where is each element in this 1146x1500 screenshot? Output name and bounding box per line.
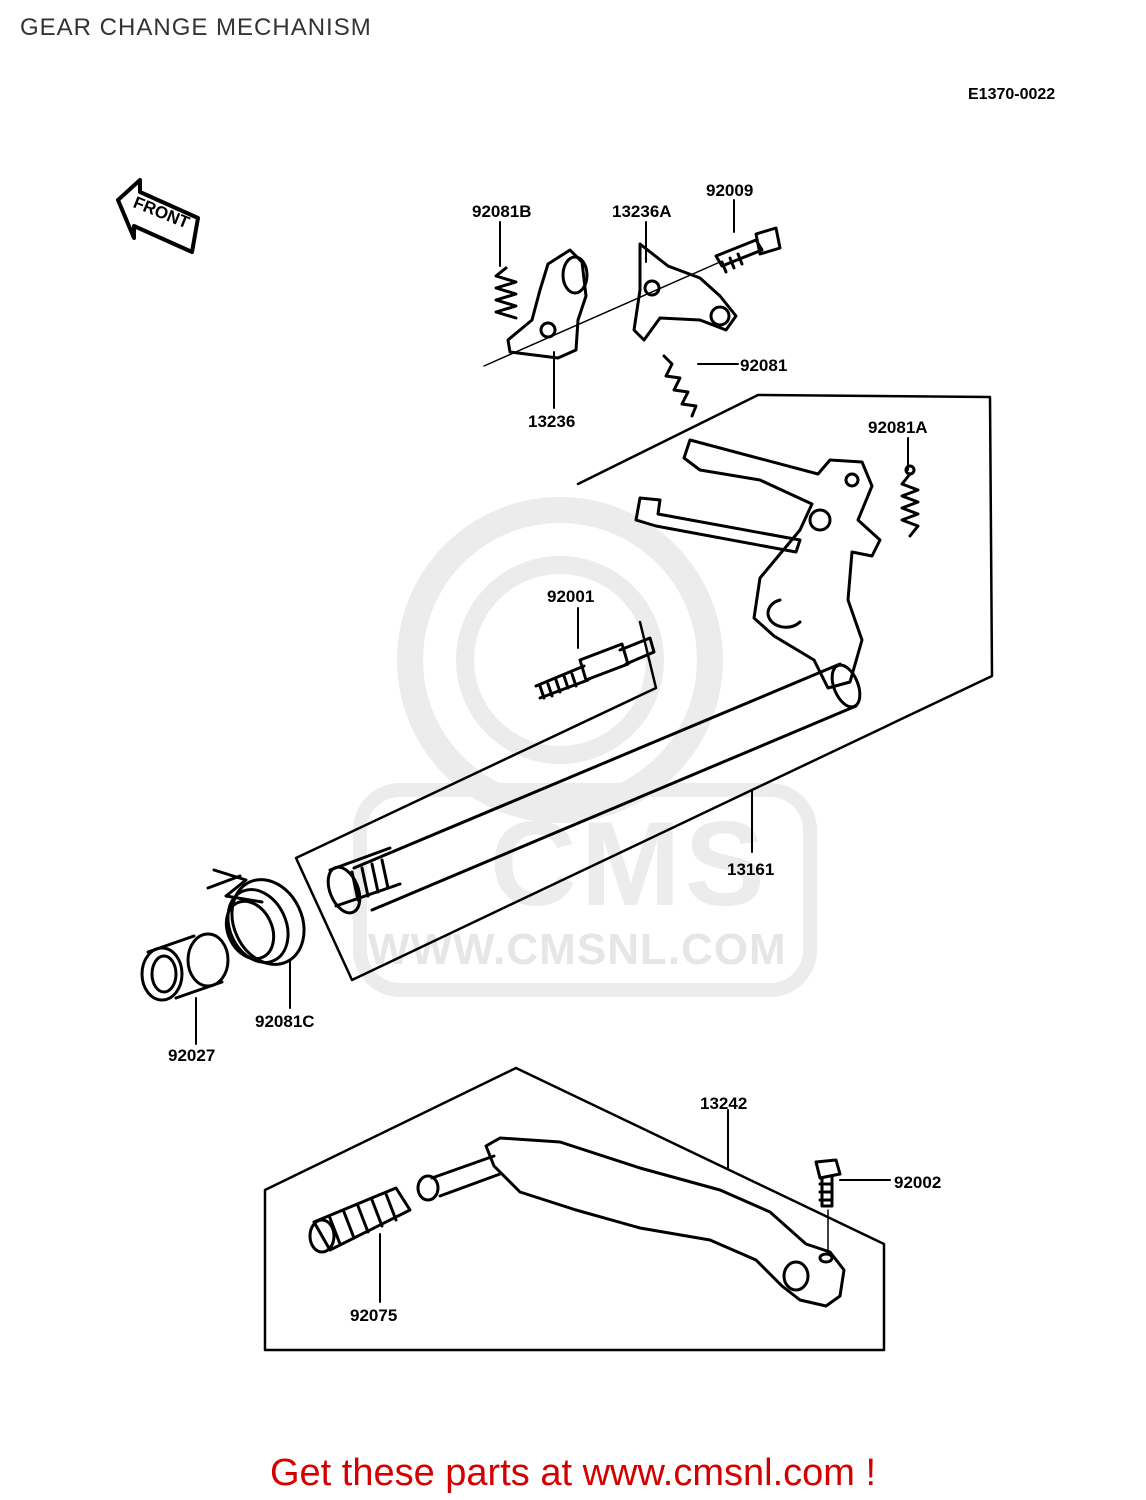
part-label-92027[interactable]: 92027 — [168, 1046, 216, 1065]
page-title: GEAR CHANGE MECHANISM — [20, 14, 372, 41]
part-label-92009[interactable]: 92009 — [706, 181, 754, 200]
part-label-13236a[interactable]: 13236A — [612, 202, 672, 221]
part-label-92001[interactable]: 92001 — [547, 587, 595, 606]
collar-drawing — [140, 932, 230, 1002]
spring-92081b-drawing — [494, 266, 518, 320]
axis-line-upper — [483, 261, 721, 367]
part-label-92002[interactable]: 92002 — [894, 1173, 942, 1192]
part-label-92081a[interactable]: 92081A — [868, 418, 928, 437]
stud-bolt-drawing — [534, 636, 656, 700]
gear-set-plate-drawing — [632, 242, 738, 342]
shift-pedal-drawing — [416, 1136, 846, 1308]
part-label-13242[interactable]: 13242 — [700, 1094, 748, 1113]
part-label-92081c[interactable]: 92081C — [255, 1012, 315, 1031]
cluster-outline-upper — [294, 393, 994, 982]
part-label-13161[interactable]: 13161 — [727, 860, 775, 879]
spring-92081-drawing — [662, 354, 698, 418]
front-arrow-icon: FRONT — [116, 178, 200, 254]
part-label-92081[interactable]: 92081 — [740, 356, 788, 375]
watermark-url: WWW.CMSNL.COM — [368, 925, 787, 974]
bolt-92009-drawing — [714, 226, 782, 274]
return-spring-drawing — [206, 868, 306, 966]
shift-arm-drawing — [634, 438, 882, 690]
leader-lines — [195, 199, 909, 1303]
spring-92081a-drawing — [900, 464, 920, 538]
shift-shaft-drawing — [326, 662, 862, 915]
part-label-92075[interactable]: 92075 — [350, 1306, 398, 1325]
part-label-13236[interactable]: 13236 — [528, 412, 576, 431]
gear-set-lever-drawing — [506, 248, 589, 360]
footer-cta-link[interactable]: Get these parts at www.cmsnl.com ! — [269, 1452, 877, 1494]
pedal-rubber-drawing — [308, 1186, 412, 1254]
bolt-92002-drawing — [814, 1158, 842, 1253]
cluster-outline-lower — [263, 1066, 886, 1352]
watermark-brand: CMS — [490, 797, 769, 931]
part-label-92081b[interactable]: 92081B — [472, 202, 532, 221]
reference-code: E1370-0022 — [968, 86, 1056, 103]
